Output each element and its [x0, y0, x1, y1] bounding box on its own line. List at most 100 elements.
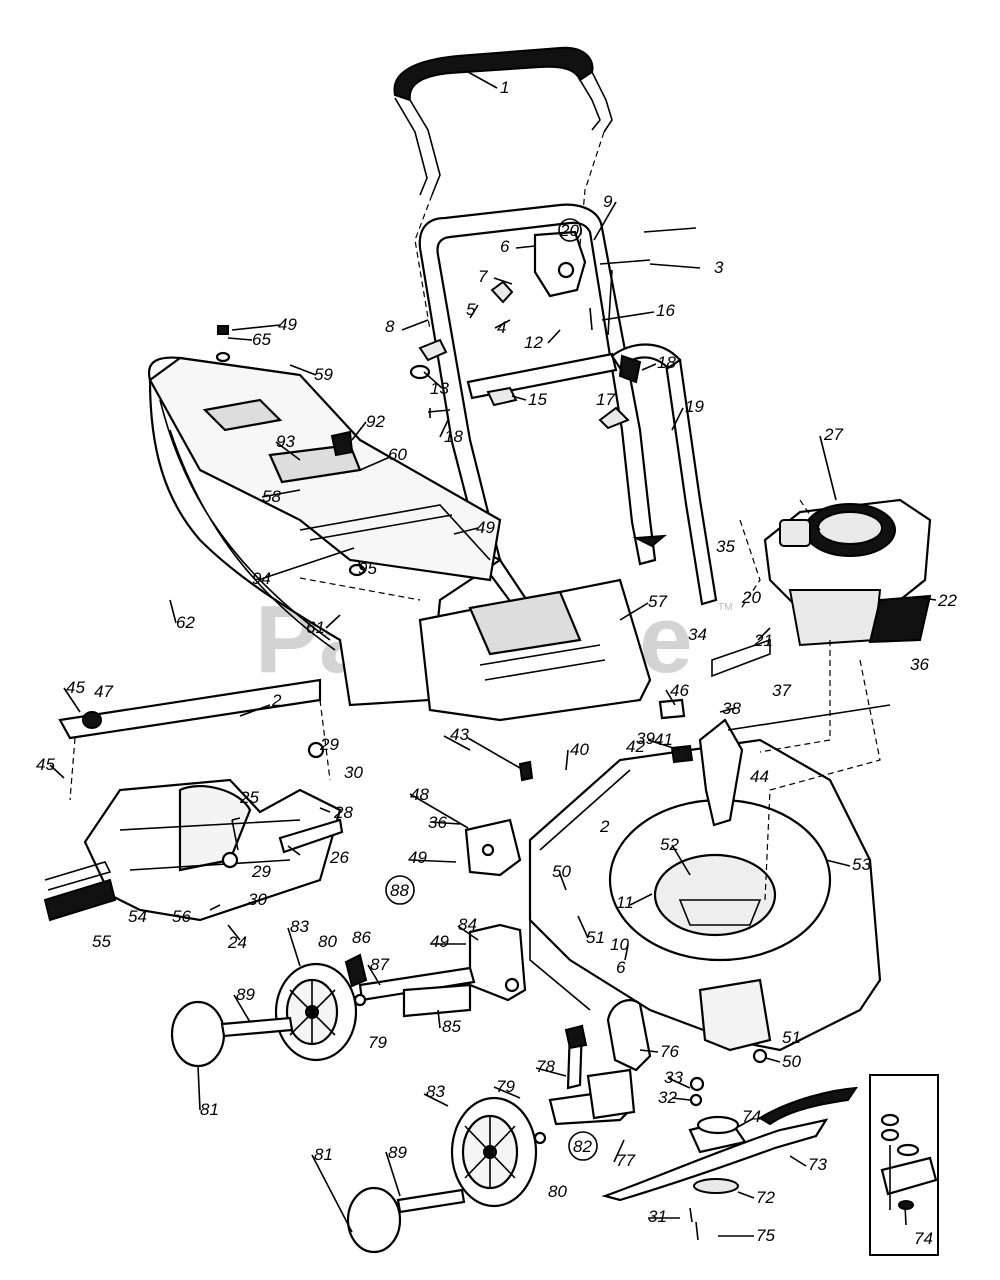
- callout-82: 82: [573, 1137, 592, 1156]
- callout-labels: 1 2 2 3 4 5 6 6 7 8 9 10 11 12 13 15 16 …: [36, 78, 957, 1248]
- callout-34: 34: [688, 625, 707, 644]
- callout-18a: 18: [657, 353, 676, 372]
- trademark-mark: TM: [718, 602, 732, 613]
- callout-55: 55: [92, 932, 111, 951]
- handle-knob-left[interactable]: [418, 338, 448, 362]
- callout-89a: 89: [236, 985, 255, 1004]
- chute-rail: [43, 878, 117, 922]
- callout-84: 84: [458, 915, 477, 934]
- callout-89b: 89: [388, 1143, 407, 1162]
- callout-48: 48: [410, 785, 429, 804]
- callout-53: 53: [852, 855, 871, 874]
- axle-bolt-rear: [220, 1016, 294, 1038]
- callout-11: 11: [616, 893, 634, 912]
- cable-clip: [598, 406, 630, 430]
- callout-32: 32: [658, 1088, 677, 1107]
- bail-lever: [711, 638, 771, 678]
- callout-86: 86: [352, 928, 371, 947]
- control-bracket[interactable]: [533, 230, 587, 298]
- callout-20a: 20: [559, 221, 579, 240]
- cable-37: [727, 704, 891, 731]
- callout-88: 88: [390, 881, 409, 900]
- callout-54: 54: [128, 907, 147, 926]
- rear-deflector[interactable]: [418, 578, 652, 722]
- callout-85: 85: [442, 1017, 461, 1036]
- chute-hinge[interactable]: [58, 678, 331, 801]
- bolt-29-lower: [221, 851, 239, 869]
- callout-30b: 30: [248, 890, 267, 909]
- callout-22: 22: [937, 591, 957, 610]
- mower-deck[interactable]: [528, 738, 882, 1052]
- callout-82-circle: [568, 1131, 598, 1161]
- callout-50a: 50: [552, 862, 571, 881]
- callout-49c: 49: [408, 848, 427, 867]
- callout-87: 87: [370, 955, 389, 974]
- axle-bolt-front: [396, 1188, 466, 1214]
- callout-25: 25: [239, 788, 259, 807]
- callout-37: 37: [772, 681, 791, 700]
- callout-21: 21: [753, 631, 773, 650]
- spring-86: [344, 953, 368, 988]
- callout-46: 46: [670, 681, 689, 700]
- callout-51a: 51: [586, 928, 605, 947]
- callout-31: 31: [648, 1207, 667, 1226]
- callout-47: 47: [94, 682, 113, 701]
- callout-16: 16: [656, 301, 675, 320]
- blade-assembly[interactable]: [601, 1076, 829, 1241]
- callout-29b: 29: [251, 862, 271, 881]
- blade-adapter-inset: [869, 1074, 939, 1256]
- height-adjust-bracket-rear[interactable]: [464, 818, 522, 877]
- callout-62: 62: [176, 613, 195, 632]
- axle-plate: [402, 983, 472, 1018]
- callout-30a: 30: [344, 763, 363, 782]
- callout-5: 5: [466, 300, 476, 319]
- callout-45b: 45: [36, 755, 55, 774]
- callout-73: 73: [808, 1155, 827, 1174]
- wing-knob-lower[interactable]: [486, 386, 518, 407]
- hub-cap-rear: [170, 1000, 226, 1068]
- callout-40: 40: [570, 740, 589, 759]
- callout-20a-circle: [558, 218, 582, 242]
- callout-95: 95: [358, 559, 377, 578]
- callout-77: 77: [616, 1151, 635, 1170]
- wing-knob[interactable]: [490, 280, 514, 304]
- engine[interactable]: [763, 498, 932, 647]
- washer-80-rear: [353, 993, 367, 1007]
- callout-43: 43: [450, 725, 469, 744]
- callout-7: 7: [478, 267, 488, 286]
- callout-44: 44: [750, 767, 769, 786]
- hub-cap-front: [346, 1186, 402, 1254]
- grass-catcher[interactable]: [147, 356, 503, 707]
- callout-6a: 6: [500, 237, 510, 256]
- callout-59: 59: [314, 365, 333, 384]
- front-height-adjuster[interactable]: [548, 999, 652, 1126]
- callout-2b: 2: [599, 817, 610, 836]
- height-adjust-bracket-front[interactable]: [468, 923, 527, 1002]
- callout-50b: 50: [782, 1052, 801, 1071]
- callout-81a: 81: [200, 1100, 219, 1119]
- callout-6b: 6: [616, 958, 626, 977]
- callout-36b: 36: [910, 655, 929, 674]
- front-wheel[interactable]: [450, 1096, 538, 1208]
- rear-wheel[interactable]: [274, 962, 358, 1062]
- callout-24: 24: [227, 933, 247, 952]
- upper-handle[interactable]: [393, 46, 613, 196]
- callout-19: 19: [685, 397, 704, 416]
- callout-42: 42: [626, 737, 645, 756]
- callout-35: 35: [716, 537, 735, 556]
- blade-arrow: [758, 1086, 858, 1126]
- callout-80a: 80: [318, 932, 337, 951]
- leader-lines: [49, 71, 937, 1237]
- callout-83b: 83: [426, 1082, 445, 1101]
- chute-spring: [82, 711, 102, 729]
- callout-45a: 45: [66, 678, 85, 697]
- callout-3: 3: [714, 258, 724, 277]
- callout-57: 57: [648, 592, 667, 611]
- callout-49d: 49: [430, 932, 449, 951]
- callout-93: 93: [276, 432, 295, 451]
- side-discharge-chute[interactable]: [83, 778, 342, 922]
- handle-knob[interactable]: [618, 354, 642, 384]
- callout-13: 13: [430, 379, 449, 398]
- callout-88-circle: [385, 875, 415, 905]
